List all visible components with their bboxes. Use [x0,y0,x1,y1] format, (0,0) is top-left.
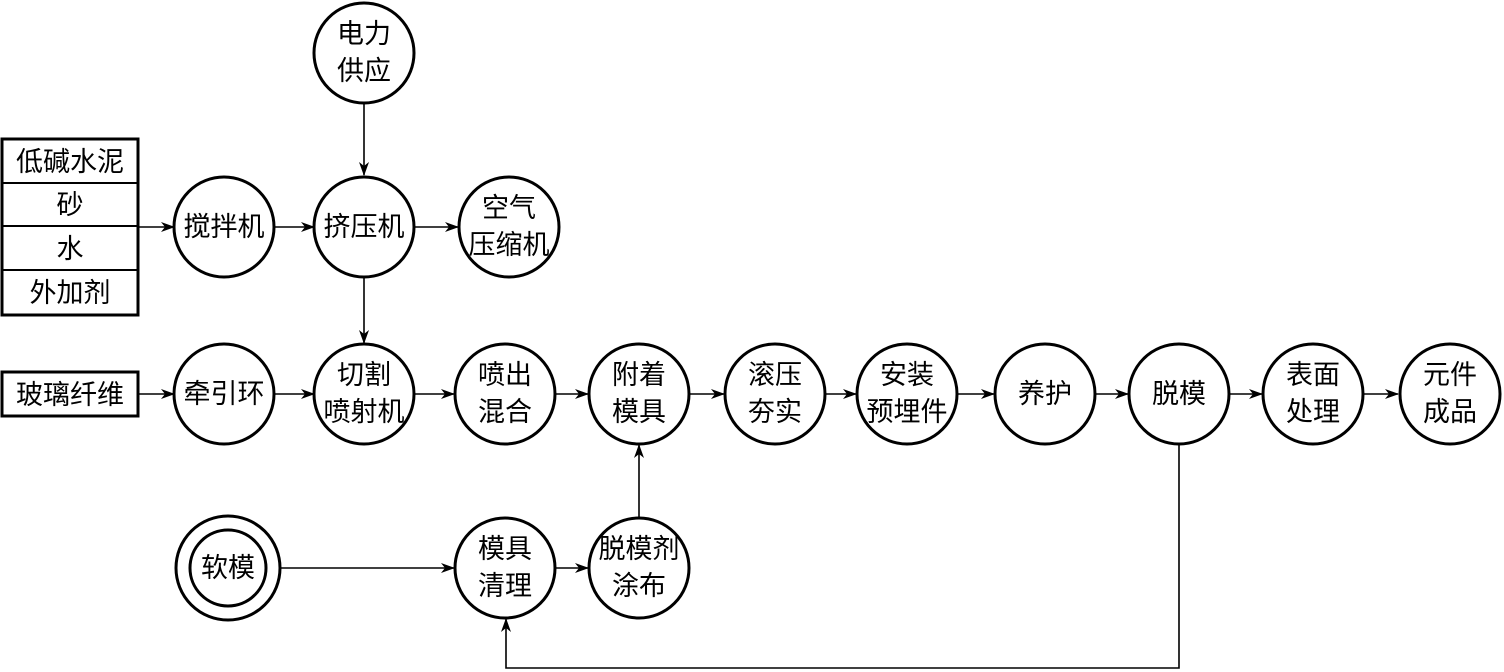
node-cutter-line2: 喷射机 [324,397,405,428]
node-attach-line1: 附着 [612,360,666,391]
material-sand: 砂 [57,190,84,221]
node-soft-mold: 软模 [174,514,282,622]
node-clean: 模具 清理 [453,516,557,620]
edges [138,103,1399,669]
node-install-line1: 安装 [880,360,934,391]
node-product-line2: 成品 [1423,397,1477,428]
material-additive: 外加剂 [30,278,111,309]
node-compressor: 空气 压缩机 [457,175,561,279]
node-roll-line2: 夯实 [748,397,802,428]
node-roll-line1: 滚压 [748,360,802,391]
node-roll: 滚压 夯实 [723,342,827,446]
node-power-line2: 供应 [337,56,391,87]
node-surface: 表面 处理 [1261,342,1365,446]
node-compressor-line1: 空气 [482,193,536,224]
node-attach-line2: 模具 [612,397,666,428]
node-cure-line1: 养护 [1018,379,1072,410]
node-install: 安装 预埋件 [855,342,959,446]
node-traction-line1: 牵引环 [184,379,265,410]
node-install-line2: 预埋件 [867,397,948,428]
fiber-box: 玻璃纤维 [0,370,140,418]
node-extruder-line1: 挤压机 [324,212,405,243]
node-spray-mix: 喷出 混合 [453,342,557,446]
node-mixer-line1: 搅拌机 [184,212,265,243]
node-cutter-line1: 切割 [337,360,391,391]
node-surface-line2: 处理 [1286,397,1340,428]
node-mixer: 搅拌机 [172,175,276,279]
node-cure: 养护 [993,342,1097,446]
node-product-line1: 元件 [1423,360,1477,391]
material-glass-fiber: 玻璃纤维 [16,380,124,411]
node-power: 电力 供应 [312,1,416,105]
node-release-line1: 脱模剂 [599,534,680,565]
node-demold: 脱模 [1127,342,1231,446]
node-product: 元件 成品 [1398,342,1502,446]
node-extruder: 挤压机 [312,175,416,279]
materials-box: 低碱水泥 砂 水 外加剂 [0,137,140,317]
node-power-line1: 电力 [337,19,391,50]
node-spray-mix-line1: 喷出 [478,360,532,391]
edge-demold-clean [501,445,1180,669]
node-release: 脱模剂 涂布 [587,516,691,620]
node-traction: 牵引环 [172,342,276,446]
node-release-line2: 涂布 [612,571,666,602]
node-compressor-line2: 压缩机 [469,230,550,261]
node-cutter: 切割 喷射机 [312,342,416,446]
node-clean-line2: 清理 [478,571,532,602]
material-cement: 低碱水泥 [16,147,124,178]
node-clean-line1: 模具 [478,534,532,565]
node-soft-mold-line1: 软模 [201,553,255,584]
node-surface-line1: 表面 [1286,360,1340,391]
node-attach: 附着 模具 [587,342,691,446]
material-water: 水 [57,234,84,265]
node-spray-mix-line2: 混合 [478,397,532,428]
node-demold-line1: 脱模 [1152,379,1206,410]
